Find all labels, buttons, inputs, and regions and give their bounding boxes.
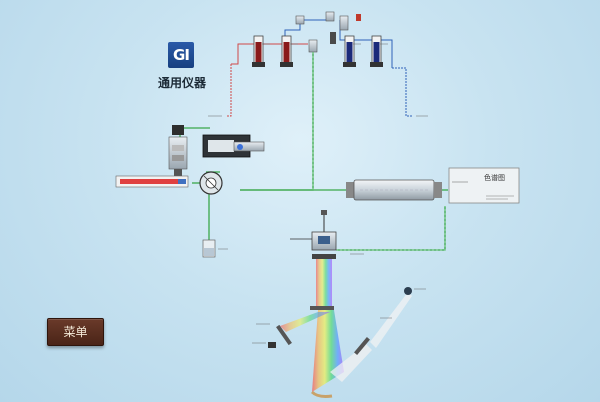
solvent-lines bbox=[227, 19, 412, 117]
flow-cell bbox=[290, 210, 337, 259]
detector-panel bbox=[448, 167, 520, 204]
injection-valve bbox=[199, 171, 223, 195]
brand-name: 通用仪器 bbox=[157, 76, 206, 90]
optical-path bbox=[268, 259, 412, 398]
autosampler bbox=[168, 125, 188, 179]
detector-label: 色谱图 bbox=[484, 173, 505, 182]
small-callouts bbox=[208, 43, 428, 344]
menu-button[interactable]: 菜单 bbox=[47, 318, 104, 346]
solvent-bottle-4 bbox=[370, 35, 383, 67]
brand: GI 通用仪器 bbox=[146, 42, 218, 94]
pump-unit bbox=[202, 134, 265, 158]
brand-logo: GI bbox=[168, 42, 194, 68]
chromatography-column bbox=[346, 179, 442, 201]
solvent-bottle-3 bbox=[343, 35, 356, 67]
sample-tray bbox=[115, 175, 189, 188]
top-valves bbox=[295, 11, 361, 53]
waste-vial bbox=[202, 239, 216, 258]
solvent-bottle-1 bbox=[252, 35, 265, 67]
solvent-bottle-2 bbox=[280, 35, 293, 67]
